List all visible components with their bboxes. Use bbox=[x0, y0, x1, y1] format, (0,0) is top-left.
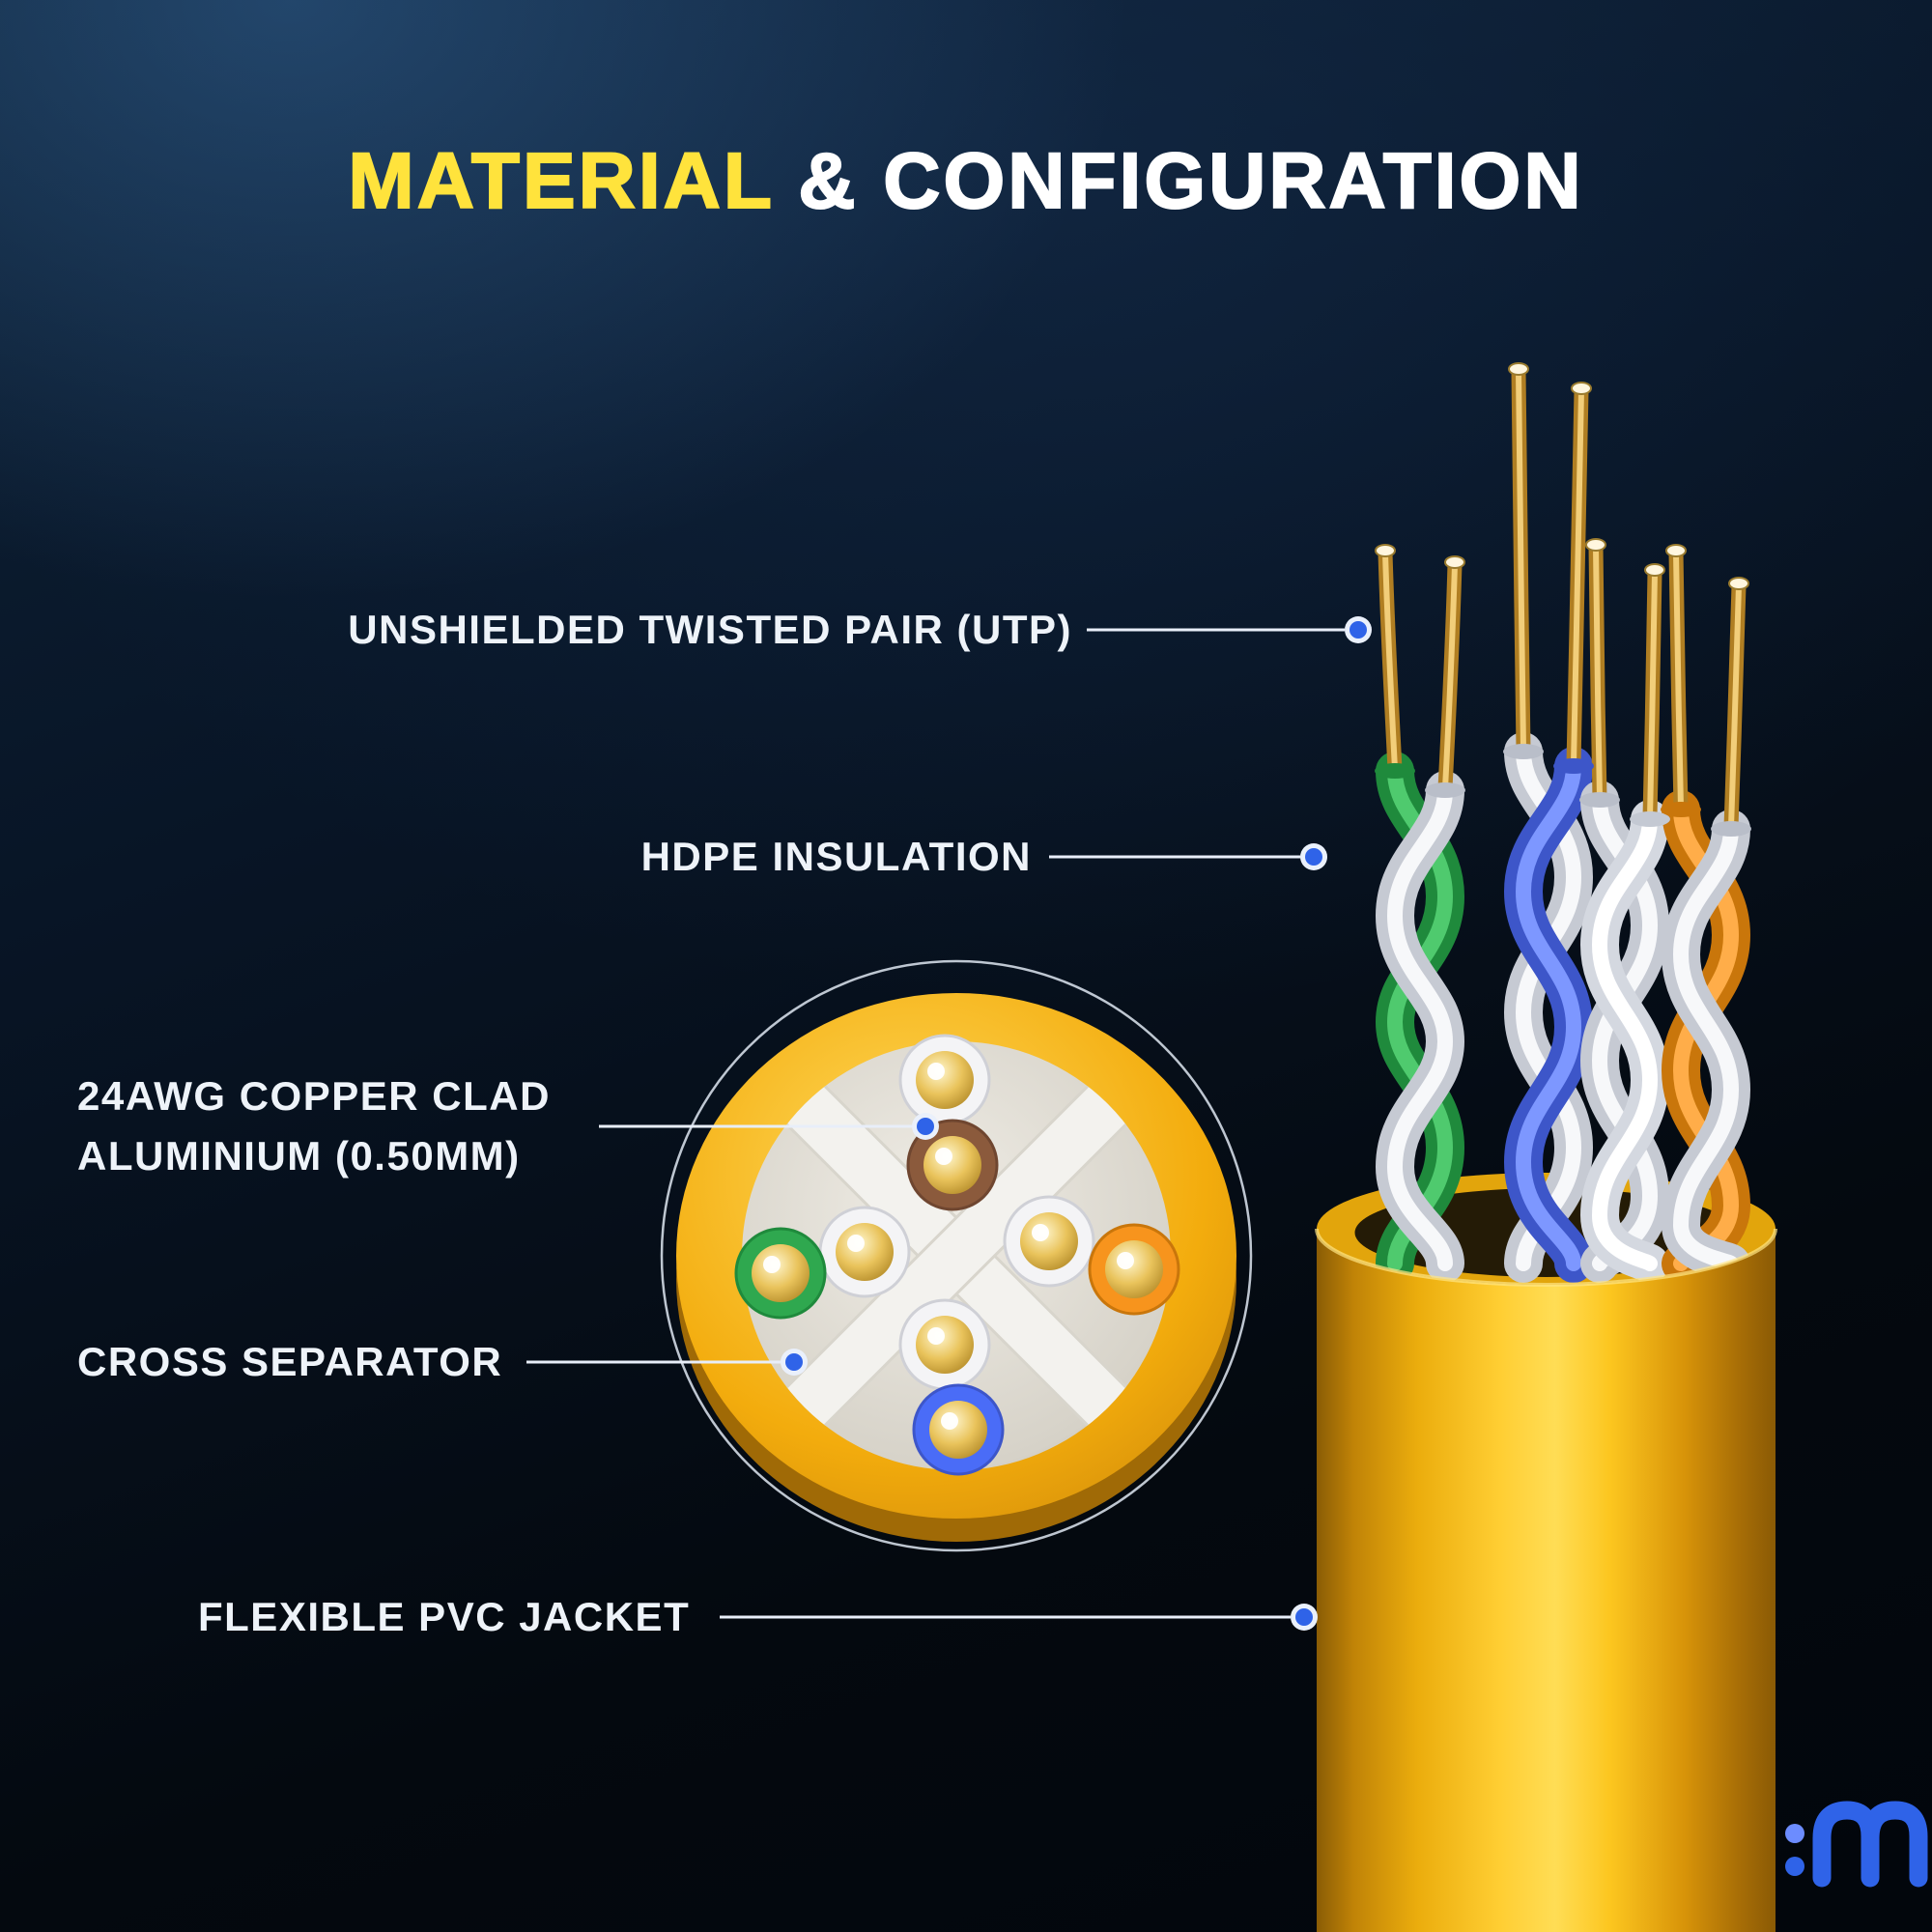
twisted-pair-green-white bbox=[1375, 752, 1465, 1283]
copper-wires bbox=[1375, 362, 1751, 837]
callout-leaders bbox=[526, 628, 1345, 1619]
callout-cca-line1: 24AWG COPPER CLAD bbox=[77, 1073, 551, 1119]
twisted-pair-orange-white bbox=[1661, 790, 1751, 1283]
brand-logo bbox=[1785, 1801, 1928, 1888]
cca-dot bbox=[912, 1113, 939, 1140]
cross-section-inset bbox=[660, 959, 1253, 1552]
page-title: MATERIAL & CONFIGURATION bbox=[0, 136, 1932, 225]
callout-hdpe: HDPE INSULATION bbox=[641, 827, 1032, 887]
title-rest: & CONFIGURATION bbox=[773, 136, 1584, 225]
logo-m-mark bbox=[1812, 1801, 1928, 1888]
callout-separator-label: CROSS SEPARATOR bbox=[77, 1339, 503, 1384]
callout-jacket-label: FLEXIBLE PVC JACKET bbox=[198, 1594, 691, 1639]
callout-cca: 24AWG COPPER CLAD ALUMINIUM (0.50MM) bbox=[77, 1066, 551, 1186]
twisted-pair-white-white bbox=[1579, 781, 1670, 1283]
twisted-pairs bbox=[1375, 732, 1751, 1283]
utp-dot bbox=[1345, 616, 1372, 643]
callout-cca-line2: ALUMINIUM (0.50MM) bbox=[77, 1133, 521, 1179]
title-highlight: MATERIAL bbox=[347, 136, 774, 225]
callout-utp-label: UNSHIELDED TWISTED PAIR (UTP) bbox=[348, 607, 1072, 652]
separator-dot bbox=[781, 1349, 808, 1376]
callout-separator: CROSS SEPARATOR bbox=[77, 1332, 502, 1392]
callout-dots bbox=[781, 616, 1372, 1631]
twisted-pair-blue-white bbox=[1503, 732, 1594, 1283]
callout-hdpe-label: HDPE INSULATION bbox=[640, 834, 1032, 879]
cross-section-wires bbox=[734, 1034, 1180, 1476]
jacket-dot bbox=[1291, 1604, 1318, 1631]
copper-wire-tips bbox=[1375, 362, 1749, 590]
callout-utp: UNSHIELDED TWISTED PAIR (UTP) bbox=[348, 600, 1072, 660]
logo-dot-bottom bbox=[1785, 1857, 1804, 1876]
insulation-sleeve-caps bbox=[1375, 744, 1751, 837]
logo-dot-top bbox=[1785, 1824, 1804, 1843]
inset-annotation-ring bbox=[660, 959, 1253, 1552]
cable-illustration bbox=[1315, 362, 1777, 1932]
pvc-jacket-body bbox=[1317, 1229, 1776, 1932]
callout-jacket: FLEXIBLE PVC JACKET bbox=[198, 1587, 690, 1647]
jacket-rim-edge bbox=[1315, 1228, 1777, 1287]
hdpe-dot bbox=[1300, 843, 1327, 870]
